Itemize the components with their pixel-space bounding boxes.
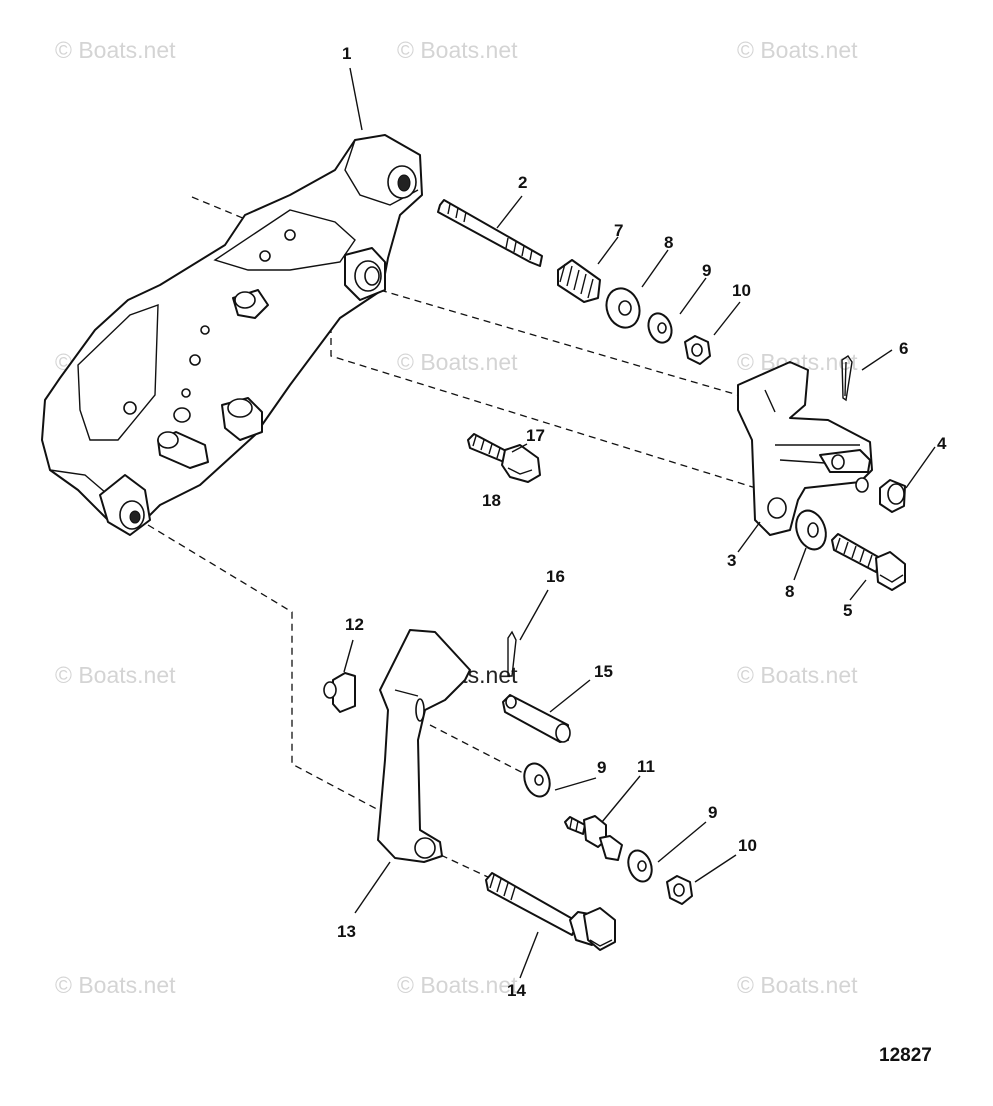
callout-5: 5 [843, 601, 852, 620]
callout-18: 18 [482, 491, 501, 510]
callout-10: 10 [732, 281, 751, 300]
nut-part-10-lower [666, 875, 693, 905]
lever-part-13 [377, 629, 471, 863]
watermark: © Boats.net [737, 972, 858, 998]
callout-8-lower: 8 [785, 582, 794, 601]
bushing-part-12 [323, 672, 356, 713]
cotter-pin-part-16 [507, 630, 517, 677]
leader-lines [343, 67, 936, 979]
watermark: © Boats.net [397, 37, 518, 63]
stud-part-11 [564, 815, 623, 861]
callout-8: 8 [664, 233, 673, 252]
pin-part-15 [502, 694, 571, 743]
cotter-pin-part-6 [841, 355, 853, 402]
lever-part-3 [737, 361, 873, 536]
spring-part-7 [557, 259, 601, 303]
callout-11: 11 [637, 757, 655, 776]
bolt-part-5 [831, 533, 906, 591]
callout-6: 6 [899, 339, 908, 358]
watermark: © Boats.net [397, 972, 518, 998]
callout-9: 9 [702, 261, 711, 280]
callout-4: 4 [937, 434, 947, 453]
callout-13: 13 [337, 922, 356, 941]
callout-12: 12 [345, 615, 364, 634]
watermark: © Boats.net [737, 662, 858, 688]
washer-part-8-lower [795, 509, 827, 551]
washer-part-8-top [605, 287, 641, 329]
callout-10-lower: 10 [738, 836, 757, 855]
watermark: © Boats.net [55, 37, 176, 63]
bolt-part-14 [485, 872, 616, 951]
callout-9-lower: 9 [708, 803, 717, 822]
diagram-number: 12827 [879, 1045, 932, 1066]
washer-part-9-lower [627, 849, 653, 883]
callout-1: 1 [342, 44, 351, 63]
callout-17: 17 [526, 426, 545, 445]
nut-part-10-top [684, 335, 711, 365]
callout-7: 7 [614, 221, 623, 240]
watermark: © Boats.net [55, 662, 176, 688]
callout-16: 16 [546, 567, 565, 586]
callout-9-middle: 9 [597, 758, 606, 777]
callout-2: 2 [518, 173, 527, 192]
callout-14: 14 [507, 981, 526, 1000]
watermark: © Boats.net [737, 37, 858, 63]
bolt-part-17-18 [467, 433, 541, 483]
callout-15: 15 [594, 662, 613, 681]
callout-3: 3 [727, 551, 736, 570]
bracket-part-1 [41, 134, 423, 536]
cap-part-4 [879, 479, 906, 513]
washer-part-9-middle [523, 762, 551, 798]
callout-labels: 1 2 7 8 9 10 6 4 3 8 5 17 18 16 12 15 9 … [337, 44, 947, 1000]
watermark: © Boats.net [397, 349, 518, 375]
stud-part-2 [437, 199, 543, 267]
watermark: © Boats.net [55, 972, 176, 998]
washer-part-9-top [647, 312, 673, 344]
